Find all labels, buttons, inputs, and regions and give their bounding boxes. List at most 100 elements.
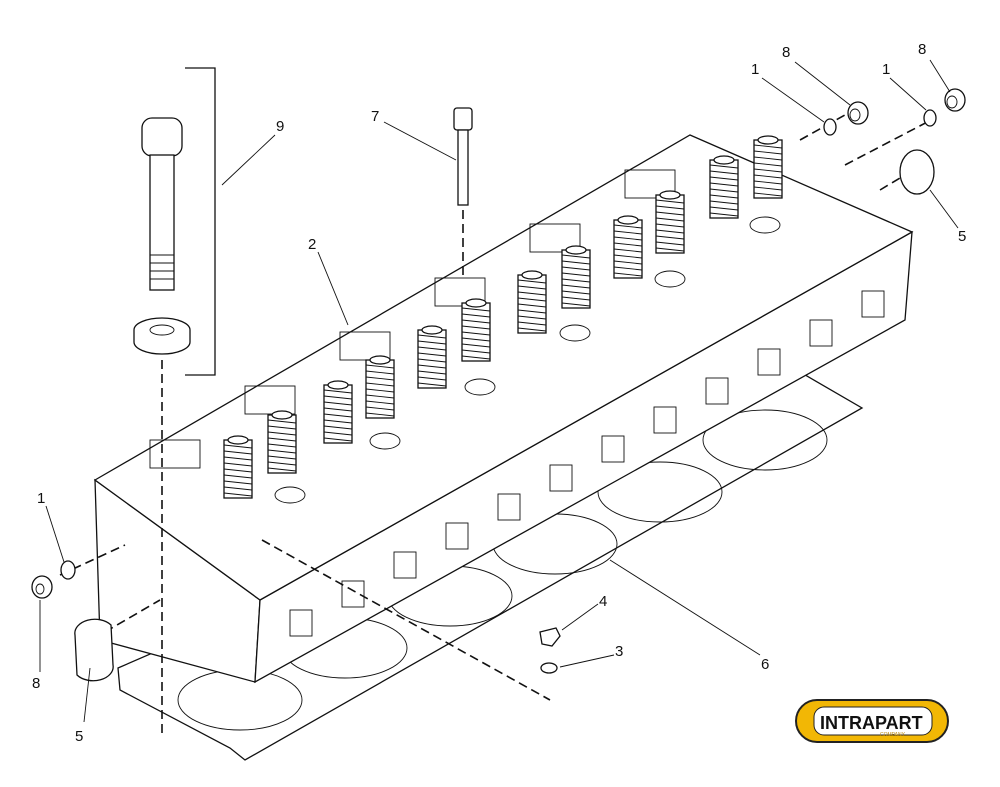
spring-coil — [365, 394, 395, 399]
spring-coil — [323, 413, 353, 418]
o-ring-1-right-a — [823, 118, 837, 136]
valve-pocket — [624, 169, 676, 199]
spring-coil — [323, 425, 353, 430]
spring-coil — [223, 456, 253, 461]
spring-coil — [753, 192, 783, 197]
callout-3: 3 — [615, 643, 623, 660]
callout-1: 1 — [751, 61, 759, 78]
spring-coil — [517, 291, 547, 296]
spring-coil — [461, 325, 491, 330]
spring-retainer — [617, 215, 639, 225]
spring-coil — [517, 285, 547, 290]
port-opening — [601, 435, 625, 463]
spring-coil — [417, 334, 447, 339]
callout-8: 8 — [782, 44, 790, 61]
spring-coil — [561, 260, 591, 265]
valve-spring — [461, 298, 491, 362]
port-opening — [497, 493, 521, 521]
valve-spring — [365, 355, 395, 419]
spring-coil — [365, 412, 395, 417]
spring-coil — [417, 382, 447, 387]
cylinder-head — [93, 134, 914, 684]
callout-8: 8 — [918, 41, 926, 58]
injector-bore — [369, 432, 401, 450]
spring-coil — [461, 319, 491, 324]
spring-coil — [655, 235, 685, 240]
spring-retainer — [659, 190, 681, 200]
spring-coil — [613, 272, 643, 277]
spring-coil — [613, 224, 643, 229]
spring-retainer — [465, 298, 487, 308]
intrapart-logo: INTRAPART COMPANY — [795, 699, 949, 743]
port-opening — [289, 609, 313, 637]
spring-coil — [267, 431, 297, 436]
spring-coil — [461, 355, 491, 360]
spring-coil — [267, 449, 297, 454]
spring-coil — [709, 212, 739, 217]
callout-1: 1 — [37, 490, 45, 507]
spring-coil — [655, 217, 685, 222]
spring-coil — [223, 462, 253, 467]
spring-coil — [223, 492, 253, 497]
spring-coil — [655, 241, 685, 246]
o-ring-1-right-b — [923, 109, 937, 127]
spring-coil — [323, 401, 353, 406]
spring-coil — [613, 254, 643, 259]
spring-coil — [709, 182, 739, 187]
spring-coil — [655, 211, 685, 216]
callout-4: 4 — [599, 593, 607, 610]
spring-coil — [417, 358, 447, 363]
port-opening — [861, 290, 885, 318]
spring-coil — [223, 468, 253, 473]
port-opening — [653, 406, 677, 434]
spring-coil — [267, 461, 297, 466]
spring-coil — [517, 309, 547, 314]
injector-bore — [654, 270, 686, 288]
spring-coil — [267, 425, 297, 430]
port-opening — [705, 377, 729, 405]
spring-retainer — [757, 135, 779, 145]
spring-retainer — [271, 410, 293, 420]
spring-coil — [323, 389, 353, 394]
spring-coil — [613, 242, 643, 247]
spring-coil — [267, 443, 297, 448]
port-opening — [393, 551, 417, 579]
callout-7: 7 — [371, 108, 379, 125]
spring-retainer — [227, 435, 249, 445]
washer — [133, 317, 191, 355]
spring-coil — [655, 247, 685, 252]
spring-coil — [223, 486, 253, 491]
spring-coil — [561, 302, 591, 307]
spring-coil — [753, 156, 783, 161]
spring-retainer — [421, 325, 443, 335]
spring-coil — [365, 388, 395, 393]
spring-coil — [417, 364, 447, 369]
plug-8-right-b — [944, 88, 966, 112]
spring-coil — [753, 168, 783, 173]
spring-coil — [517, 321, 547, 326]
spring-coil — [267, 467, 297, 472]
spring-coil — [517, 303, 547, 308]
head-bolt-9 — [141, 117, 183, 291]
head-bolt-7 — [453, 107, 473, 206]
spring-coil — [365, 400, 395, 405]
spring-coil — [417, 376, 447, 381]
logo-text: INTRAPART — [820, 713, 923, 733]
spring-coil — [613, 266, 643, 271]
spring-coil — [753, 144, 783, 149]
spring-coil — [461, 331, 491, 336]
valve-spring — [417, 325, 447, 389]
spring-coil — [365, 370, 395, 375]
callout-8: 8 — [32, 675, 40, 692]
valve-pocket — [339, 331, 391, 361]
spring-coil — [365, 406, 395, 411]
spring-coil — [323, 437, 353, 442]
spring-coil — [709, 170, 739, 175]
spring-coil — [323, 407, 353, 412]
callout-2: 2 — [308, 236, 316, 253]
spring-coil — [223, 480, 253, 485]
spring-retainer — [565, 245, 587, 255]
spring-coil — [223, 444, 253, 449]
port-opening — [445, 522, 469, 550]
spring-coil — [461, 349, 491, 354]
